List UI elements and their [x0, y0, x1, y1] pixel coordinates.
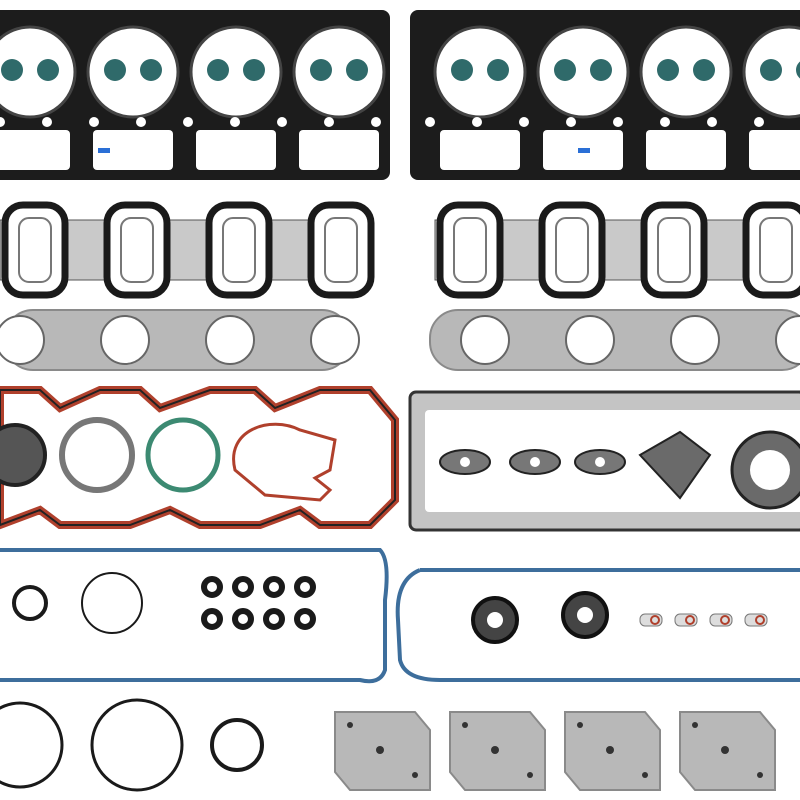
valve-cover-gasket-right [395, 568, 800, 682]
valve-stem-seal [140, 59, 162, 81]
head-gasket-right [410, 10, 800, 180]
valve-stem-seal [243, 59, 265, 81]
head-gasket-left [0, 10, 390, 180]
valve-seal [232, 576, 254, 598]
blue-tab [578, 148, 590, 153]
valley-cover-gasket-right [408, 390, 800, 532]
valve-stem-seal [207, 59, 229, 81]
oil-pump-gasket [638, 430, 712, 500]
valve-stem-seal [554, 59, 576, 81]
rear-main-seal [0, 423, 47, 487]
water-pump-gasket [232, 422, 337, 502]
valve-stem-seal [451, 59, 473, 81]
valve-seal [232, 608, 254, 630]
exhaust-manifold-gasket-left [0, 309, 360, 371]
valve-stem-seal [310, 59, 332, 81]
green-o-ring [145, 417, 221, 493]
blue-tab [98, 148, 110, 153]
valve-stem-seal [657, 59, 679, 81]
valve-seal [263, 576, 285, 598]
valve-stem-seal [1, 59, 23, 81]
intake-manifold-gasket-right [434, 201, 800, 299]
valve-stem-seal [796, 61, 800, 79]
valley-cover-gasket-left [0, 386, 399, 530]
valve-stem-seal [104, 59, 126, 81]
valve-stem-seal [346, 59, 368, 81]
valve-stem-seal [487, 59, 509, 81]
o-ring [210, 718, 264, 772]
o-ring [81, 572, 143, 634]
valve-cover-gasket-left [0, 548, 389, 684]
valve-seal [201, 608, 223, 630]
valve-stem-seal [590, 59, 612, 81]
exhaust-manifold-gasket-right [429, 309, 800, 371]
valve-stem-seal [37, 59, 59, 81]
valve-seal [263, 608, 285, 630]
large-o-ring [90, 698, 184, 792]
o-ring [12, 585, 48, 621]
valve-stem-seal [693, 59, 715, 81]
metal-ring-seal [59, 417, 135, 493]
large-o-ring [0, 701, 64, 789]
valve-stem-seal [760, 59, 782, 81]
valve-seal [294, 576, 316, 598]
intake-manifold-gasket-left [0, 201, 375, 299]
valve-seal [201, 576, 223, 598]
valve-seal [294, 608, 316, 630]
